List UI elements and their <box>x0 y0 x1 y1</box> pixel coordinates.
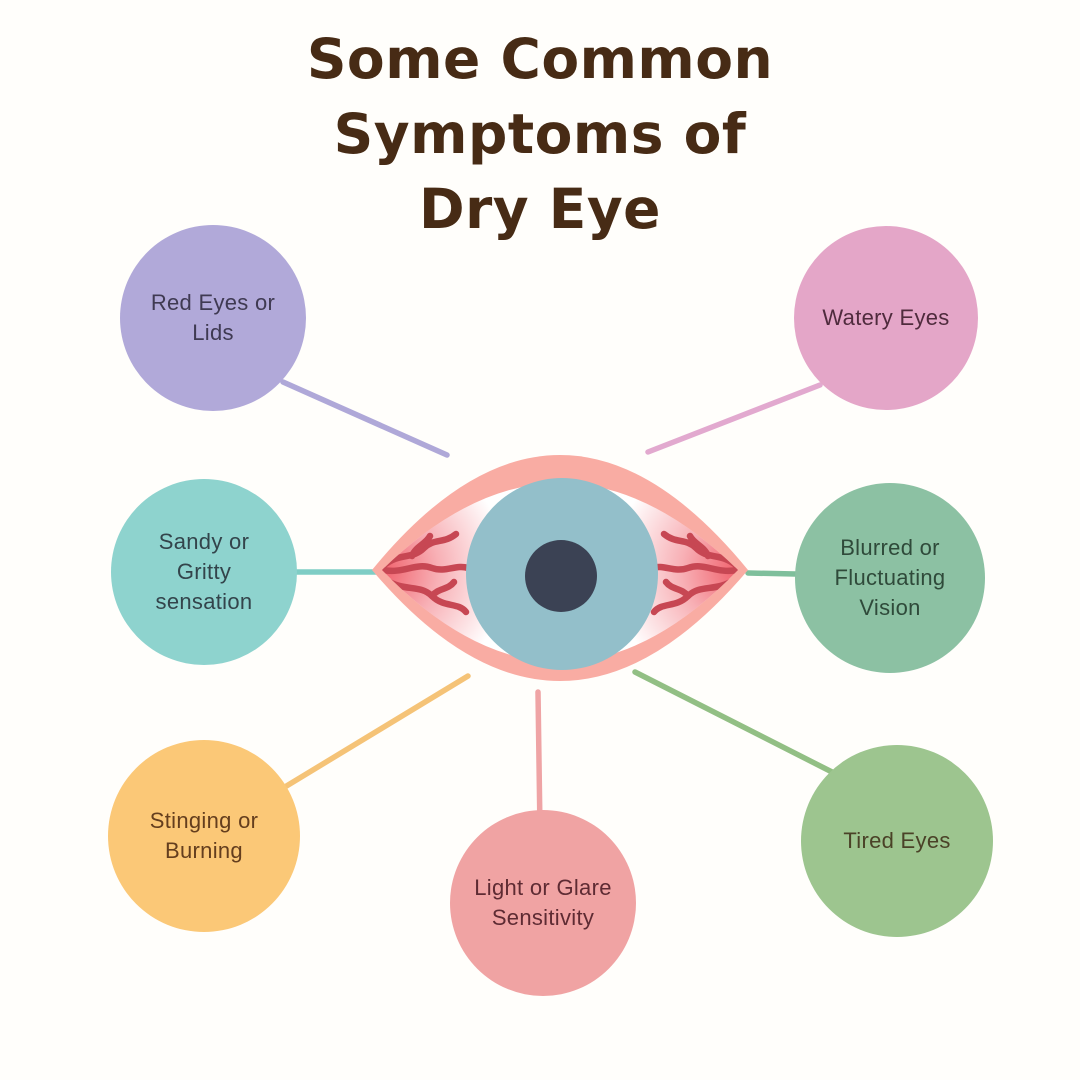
symptom-label-line: Sensitivity <box>491 905 595 930</box>
connector-line-red-eyes-or-lids <box>280 379 450 458</box>
page-title: Some Common Symptoms of Dry Eye <box>0 22 1080 247</box>
symptom-label-line: Vision <box>859 595 921 620</box>
symptom-label-line: sensation <box>155 589 253 614</box>
symptom-bubble-sandy-or-gritty-sensation: Sandy or Gritty sensation <box>111 479 297 665</box>
symptom-bubble-red-eyes-or-lids: Red Eyes or Lids <box>120 225 306 411</box>
connector-line-stinging-or-burning <box>267 673 471 799</box>
page-title-line3: Dry Eye <box>418 177 661 241</box>
symptom-bubble-stinging-or-burning: Stinging or Burning <box>108 740 300 932</box>
symptom-label-line: Stinging or <box>149 808 259 833</box>
symptom-bubble-watery-eyes: Watery Eyes <box>794 226 978 410</box>
connector-line-light-or-glare-sensitivity <box>535 689 543 833</box>
connector-line-watery-eyes <box>645 382 823 455</box>
symptom-label-line: Lids <box>192 320 234 345</box>
symptom-label-line: Burning <box>165 838 243 863</box>
symptom-label-line: Red Eyes or <box>150 290 276 315</box>
symptom-label-line: Light or Glare <box>474 875 612 900</box>
symptom-label-line: Gritty <box>176 559 232 584</box>
page-title-line1: Some Common <box>306 27 774 91</box>
symptom-label-line: Blurred or <box>840 535 940 560</box>
eye-pupil <box>525 540 597 612</box>
symptom-label-line: Sandy or <box>158 529 250 554</box>
symptom-bubble-tired-eyes: Tired Eyes <box>801 745 993 937</box>
symptom-label-line: Fluctuating <box>834 565 946 590</box>
symptom-label-line: Tired Eyes <box>843 828 951 853</box>
page-title-line2: Symptoms of <box>333 102 747 166</box>
connector-line-tired-eyes <box>632 669 835 775</box>
eye-illustration <box>372 455 748 681</box>
symptom-label-line: Watery Eyes <box>822 305 950 330</box>
